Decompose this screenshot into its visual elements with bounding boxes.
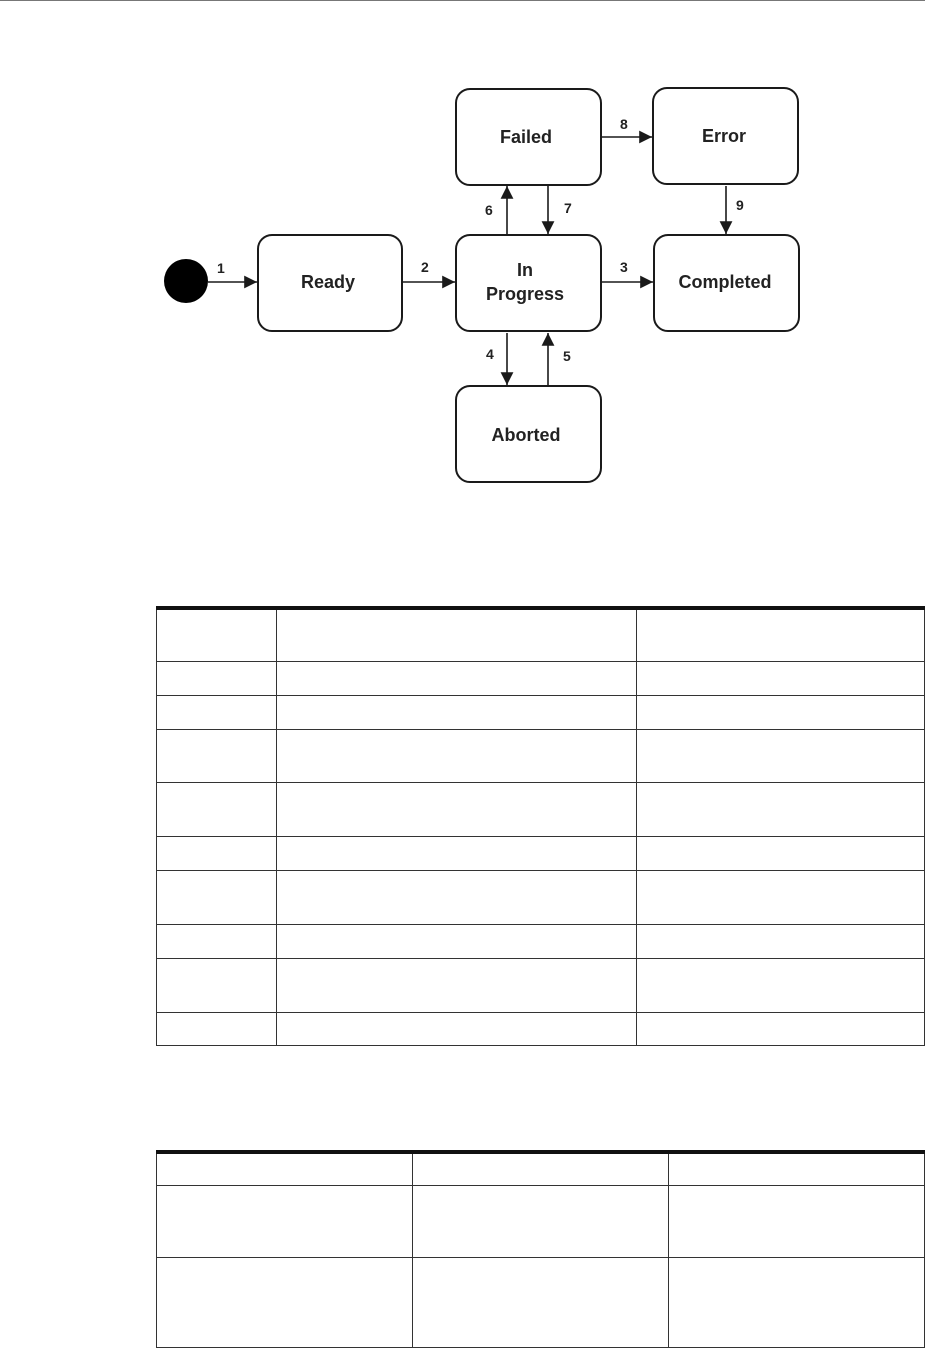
state-error-label: Error xyxy=(702,126,746,146)
table-cell xyxy=(636,835,925,871)
state-in-progress: In Progress xyxy=(455,234,602,332)
table-cell xyxy=(276,1011,637,1046)
table-cell xyxy=(276,835,637,871)
state-completed: Completed xyxy=(653,234,800,332)
table-row xyxy=(156,1256,925,1348)
table-cell xyxy=(636,957,925,1013)
table-row xyxy=(156,923,925,959)
table-cell xyxy=(156,957,277,1013)
state-aborted: Aborted xyxy=(455,385,602,483)
table-cell xyxy=(156,1150,413,1186)
table-cell xyxy=(156,1011,277,1046)
transition-table xyxy=(156,606,925,1046)
table-cell xyxy=(636,869,925,925)
table-cell xyxy=(276,694,637,730)
table-row xyxy=(156,1011,925,1046)
table-cell xyxy=(636,923,925,959)
transition-2-label: 2 xyxy=(421,259,429,275)
state-in-progress-label-line1: In xyxy=(517,260,533,280)
state-in-progress-label-line2: Progress xyxy=(486,284,564,304)
table-cell xyxy=(276,660,637,696)
table-cell xyxy=(636,781,925,837)
transition-4-label: 4 xyxy=(486,346,494,362)
initial-state-dot xyxy=(164,259,208,303)
table-cell xyxy=(636,660,925,696)
table-cell xyxy=(156,660,277,696)
state-failed-label: Failed xyxy=(500,127,552,147)
state-failed: Failed xyxy=(455,88,602,186)
table-cell xyxy=(412,1256,669,1348)
state-aborted-label: Aborted xyxy=(492,425,561,445)
secondary-table xyxy=(156,1150,925,1348)
table-cell xyxy=(276,781,637,837)
transition-1-label: 1 xyxy=(217,260,225,276)
table-cell xyxy=(412,1150,669,1186)
table-cell xyxy=(668,1150,925,1186)
table-cell xyxy=(636,728,925,783)
transition-7-label: 7 xyxy=(564,200,572,216)
table-row xyxy=(156,835,925,871)
transition-3-label: 3 xyxy=(620,259,628,275)
table-row xyxy=(156,660,925,696)
table-cell xyxy=(636,694,925,730)
table-cell xyxy=(668,1256,925,1348)
table-cell xyxy=(156,1256,413,1348)
table-cell xyxy=(156,1184,413,1258)
transition-8-label: 8 xyxy=(620,116,628,132)
state-ready: Ready xyxy=(257,234,403,332)
table-cell xyxy=(156,606,277,662)
table-row xyxy=(156,1184,925,1258)
table-cell xyxy=(276,923,637,959)
table-cell xyxy=(636,606,925,662)
table-cell xyxy=(276,869,637,925)
page-top-rule xyxy=(0,0,925,1)
table-cell xyxy=(412,1184,669,1258)
state-completed-label: Completed xyxy=(678,272,771,292)
transition-6-label: 6 xyxy=(485,202,493,218)
table-cell xyxy=(276,957,637,1013)
table-cell xyxy=(156,781,277,837)
table-cell xyxy=(276,606,637,662)
table-cell xyxy=(156,869,277,925)
table-row xyxy=(156,781,925,837)
table-cell xyxy=(636,1011,925,1046)
table-row xyxy=(156,869,925,925)
table-row xyxy=(156,694,925,730)
table-row xyxy=(156,957,925,1013)
table-cell xyxy=(276,728,637,783)
table-cell xyxy=(156,923,277,959)
state-diagram: Ready In Progress Completed Failed Error… xyxy=(164,87,800,483)
transition-9-label: 9 xyxy=(736,197,744,213)
table-cell xyxy=(668,1184,925,1258)
table-cell xyxy=(156,694,277,730)
table-header-row xyxy=(156,606,925,662)
state-error: Error xyxy=(652,87,799,185)
table-cell xyxy=(156,728,277,783)
table-cell xyxy=(156,835,277,871)
table-header-row xyxy=(156,1150,925,1186)
table-row xyxy=(156,728,925,783)
transition-5-label: 5 xyxy=(563,348,571,364)
state-ready-label: Ready xyxy=(301,272,355,292)
